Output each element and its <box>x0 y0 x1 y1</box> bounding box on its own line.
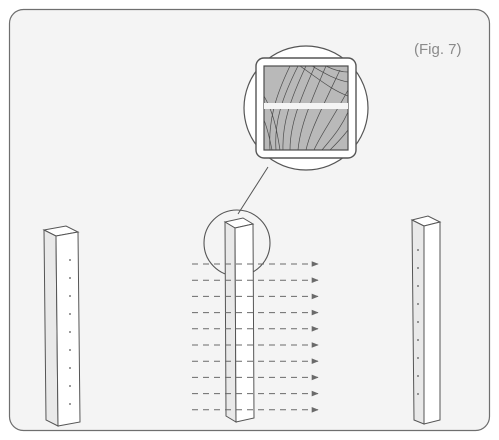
wood-grain-icon <box>263 65 349 151</box>
airflow-arrows <box>192 261 319 413</box>
board-icon <box>410 215 442 425</box>
board-middle <box>223 217 255 423</box>
board-icon <box>42 225 81 427</box>
board-left <box>42 225 81 427</box>
diagram-frame <box>8 8 491 432</box>
figure-label: (Fig. 7) <box>414 41 462 58</box>
board-right <box>410 215 442 425</box>
magnifier-circle-icon <box>243 45 369 171</box>
magnifier-connector-line <box>237 166 269 215</box>
board-icon <box>223 217 255 423</box>
